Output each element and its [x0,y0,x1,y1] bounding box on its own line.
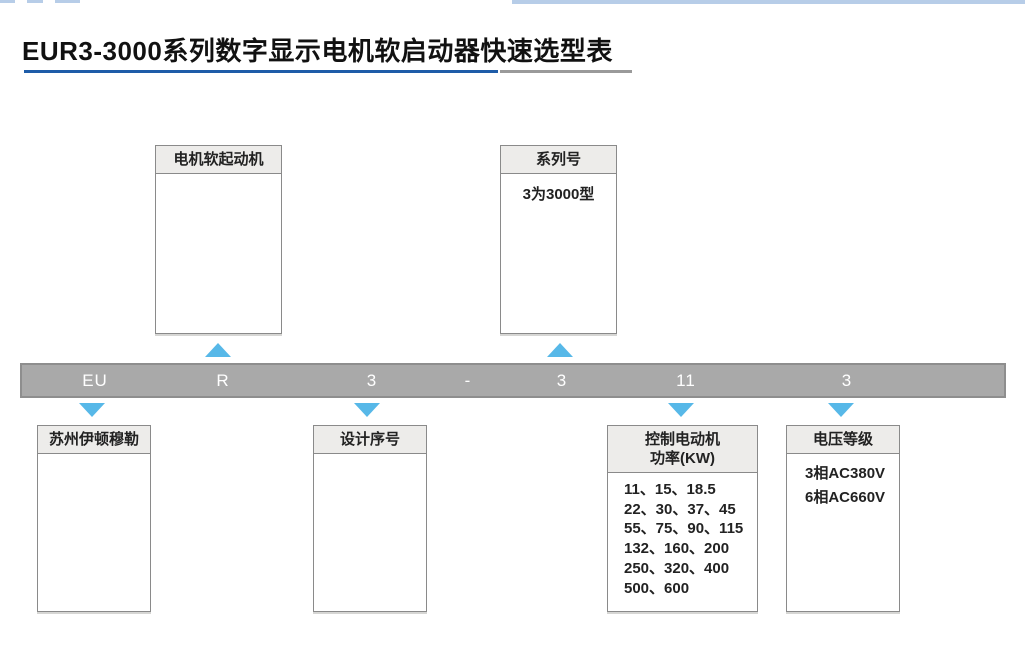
callout-motor-power-header: 控制电动机 功率(KW) [608,426,757,473]
series-value: 3为3000型 [522,186,595,203]
callout-series-number-body: 3为3000型 [501,174,616,204]
voltage-row: 6相AC660V [805,489,886,506]
top-strip-fragment [0,0,15,3]
callout-series-number: 系列号 3为3000型 [500,145,617,334]
title-underline-blue [24,70,498,73]
power-row: 11、15、18.5 [624,481,716,498]
model-segment-separator: - [464,371,472,390]
arrow-down-icon [79,403,105,417]
callout-soft-starter: 电机软起动机 [155,145,282,334]
power-row: 22、30、37、45 [624,500,736,518]
power-row: 132、160、200 [624,540,730,558]
top-strip-fragment [55,0,80,3]
callout-motor-power: 控制电动机 功率(KW) 11、15、18.5 22、30、37、45 55、7… [607,425,758,612]
model-segment-voltage: 3 [841,371,853,390]
model-segment-power: 11 [676,371,696,390]
page-title: EUR3-3000系列数字显示电机软启动器快速选型表 [22,36,613,66]
motor-power-header-line2: 功率(KW) [650,450,715,467]
callout-series-number-header: 系列号 [501,146,616,174]
callout-voltage-level: 电压等级 3相AC380V 6相AC660V [786,425,900,612]
arrow-up-icon [205,343,231,357]
callout-voltage-level-header: 电压等级 [787,426,899,454]
top-strip-bar [512,0,1025,4]
top-strip-fragment [27,0,43,3]
power-row: 250、320、400 [624,559,730,577]
model-code-bar: EU R 3 - 3 11 3 [20,363,1006,398]
model-segment-series: 3 [556,371,568,390]
callout-soft-starter-header: 电机软起动机 [156,146,281,174]
motor-power-header-line1: 控制电动机 [644,431,720,448]
callout-voltage-level-body: 3相AC380V 6相AC660V [787,454,899,510]
callout-design-serial-header: 设计序号 [314,426,426,454]
arrow-down-icon [668,403,694,417]
arrow-down-icon [828,403,854,417]
arrow-up-icon [547,343,573,357]
callout-manufacturer: 苏州伊顿穆勒 [37,425,151,612]
voltage-row: 3相AC380V [805,465,886,482]
callout-manufacturer-header: 苏州伊顿穆勒 [38,426,150,454]
arrow-down-icon [354,403,380,417]
model-segment-design: 3 [366,371,378,390]
power-row: 55、75、90、115 [624,520,744,538]
callout-design-serial: 设计序号 [313,425,427,612]
power-row: 500、600 [624,579,690,597]
title-underline-gray [500,70,632,73]
model-segment-type: R [216,371,230,390]
model-segment-manufacturer: EU [82,371,108,390]
callout-motor-power-body: 11、15、18.5 22、30、37、45 55、75、90、115 132、… [608,473,757,598]
